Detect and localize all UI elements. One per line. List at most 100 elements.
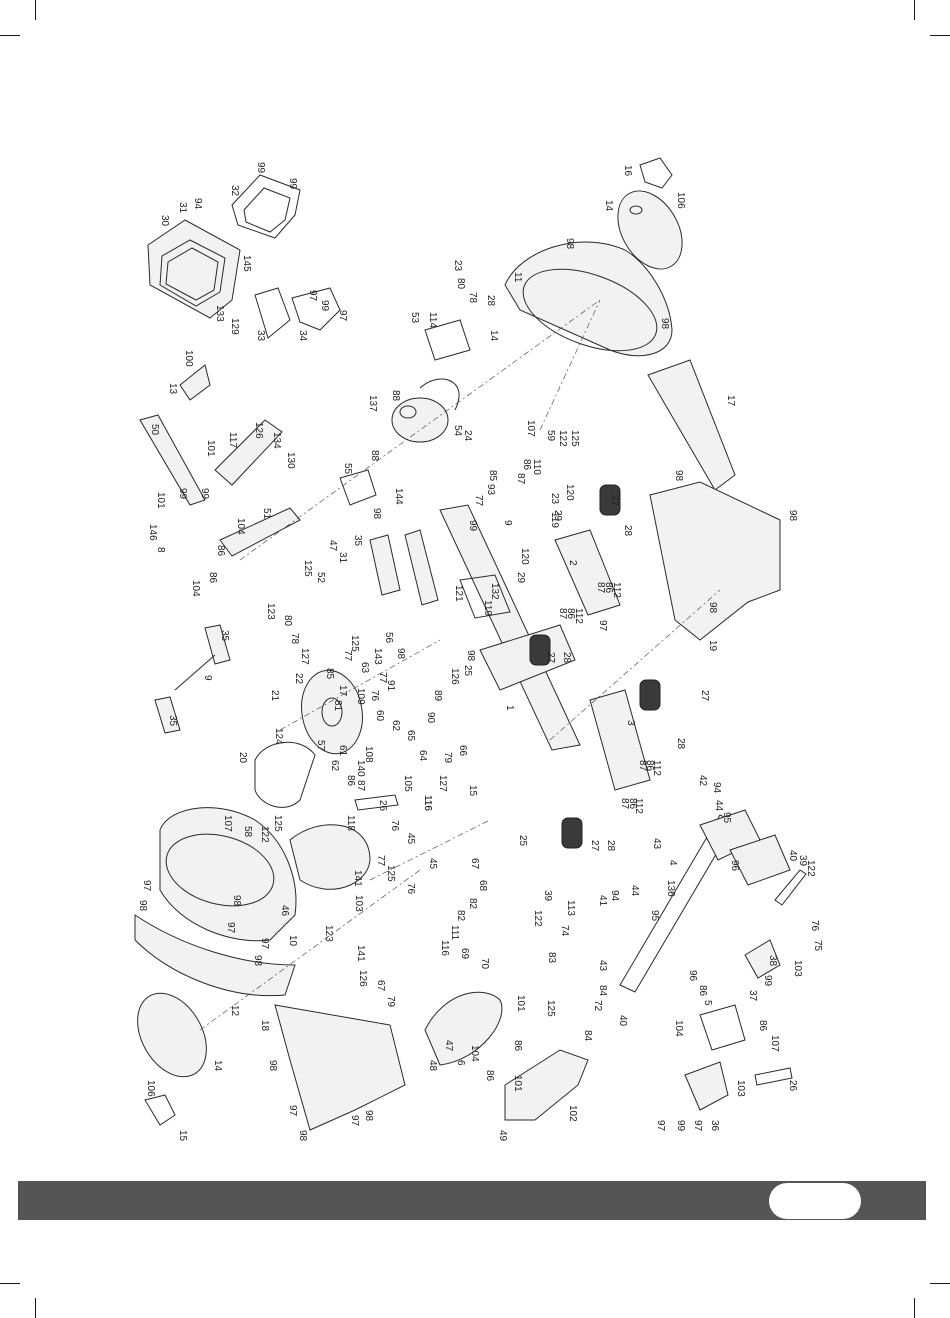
part-label-125: 125 [349,635,360,652]
part-label-126: 126 [449,668,460,685]
part-label-98: 98 [707,602,718,614]
part-label-144: 144 [393,488,404,505]
part-label-84: 84 [582,1030,593,1042]
part-label-80: 80 [455,278,466,290]
part-label-101: 101 [205,440,216,457]
flywheel-cover-disc [617,190,683,270]
crop-mark [0,35,20,36]
part-label-29: 29 [552,510,563,522]
part-label-43: 43 [597,960,608,972]
part-label-145: 145 [241,255,252,272]
part-label-76: 76 [405,883,416,895]
console-mount [291,287,341,331]
part-label-34: 34 [297,330,308,342]
part-label-56: 56 [383,632,394,644]
part-label-4: 4 [667,860,678,866]
part-label-22: 22 [293,673,304,685]
part-label-127: 127 [299,648,310,665]
end-cap-27 [561,817,583,849]
part-label-43: 43 [651,838,662,850]
end-cap-27 [639,679,661,711]
part-label-125: 125 [385,865,396,882]
front-stabilizer [589,689,651,791]
part-label-87: 87 [515,473,526,485]
part-label-94: 94 [711,782,722,794]
part-label-86: 86 [644,760,655,772]
crop-mark [35,0,36,20]
part-label-35: 35 [219,630,230,642]
part-label-88: 88 [390,390,401,402]
part-label-126: 126 [253,422,264,439]
part-label-106: 106 [675,192,686,209]
part-label-77: 77 [377,672,388,684]
part-label-10: 10 [287,935,298,947]
part-label-99: 99 [319,300,330,312]
part-label-95: 95 [649,910,660,922]
handle-bar-9 [174,654,216,691]
part-label-125: 125 [302,560,313,577]
part-label-107: 107 [769,1035,780,1052]
part-label-80: 80 [282,615,293,627]
part-label-90: 90 [425,712,436,724]
part-label-44: 44 [713,800,724,812]
part-label-59: 59 [545,430,556,442]
part-label-119: 119 [549,512,560,528]
part-label-123: 123 [265,603,276,620]
part-label-123: 123 [323,925,334,942]
part-label-101: 101 [515,995,526,1012]
part-label-67: 67 [375,980,386,992]
stabilizer-cover [647,359,736,491]
part-label-17: 17 [725,395,736,407]
part-label-141: 141 [352,870,363,887]
part-label-91: 91 [385,680,396,692]
pedal-48 [424,991,503,1066]
part-label-45: 45 [405,833,416,845]
part-label-107: 107 [222,815,233,832]
part-label-114: 114 [427,312,438,328]
rail-26 [354,794,399,811]
left-end-cap [144,1094,176,1126]
drive-belt [419,378,460,411]
part-label-89: 89 [432,690,443,702]
part-label-9: 9 [502,520,513,526]
part-label-98: 98 [137,900,148,912]
part-label-28: 28 [675,738,686,750]
part-label-140: 140 [355,760,366,777]
part-label-86: 86 [345,775,356,787]
part-label-16: 16 [622,165,633,177]
part-label-74: 74 [559,925,570,937]
part-label-14: 14 [212,1060,223,1072]
part-label-79: 79 [385,996,396,1008]
part-label-63: 63 [359,662,370,674]
part-label-86: 86 [565,608,576,620]
part-label-93: 93 [485,484,496,496]
part-label-27: 27 [589,840,600,852]
part-label-137: 137 [367,395,378,412]
part-label-15: 15 [467,785,478,797]
part-label-23: 23 [452,260,463,272]
part-label-125: 125 [272,815,283,832]
part-label-97: 97 [307,290,318,302]
drive-pulley-hub [321,697,343,727]
part-label-76: 76 [389,820,400,832]
flywheel-cover-hub [629,205,643,215]
part-label-82: 82 [455,910,466,922]
part-label-39: 39 [797,855,808,867]
part-label-129: 129 [229,318,240,335]
part-label-26: 26 [787,1080,798,1092]
part-label-97: 97 [597,620,608,632]
crank-cover [254,741,316,808]
part-label-2: 2 [567,560,578,566]
part-label-103: 103 [792,960,803,977]
part-label-136: 136 [665,880,676,897]
part-label-3: 3 [625,720,636,726]
part-label-66: 66 [457,745,468,757]
part-label-40: 40 [617,1015,628,1027]
part-label-97: 97 [349,1115,360,1127]
part-label-116: 116 [422,795,433,811]
part-label-23: 23 [549,493,560,505]
console-display [147,219,241,319]
part-label-14: 14 [603,200,614,212]
part-label-98: 98 [363,1110,374,1122]
